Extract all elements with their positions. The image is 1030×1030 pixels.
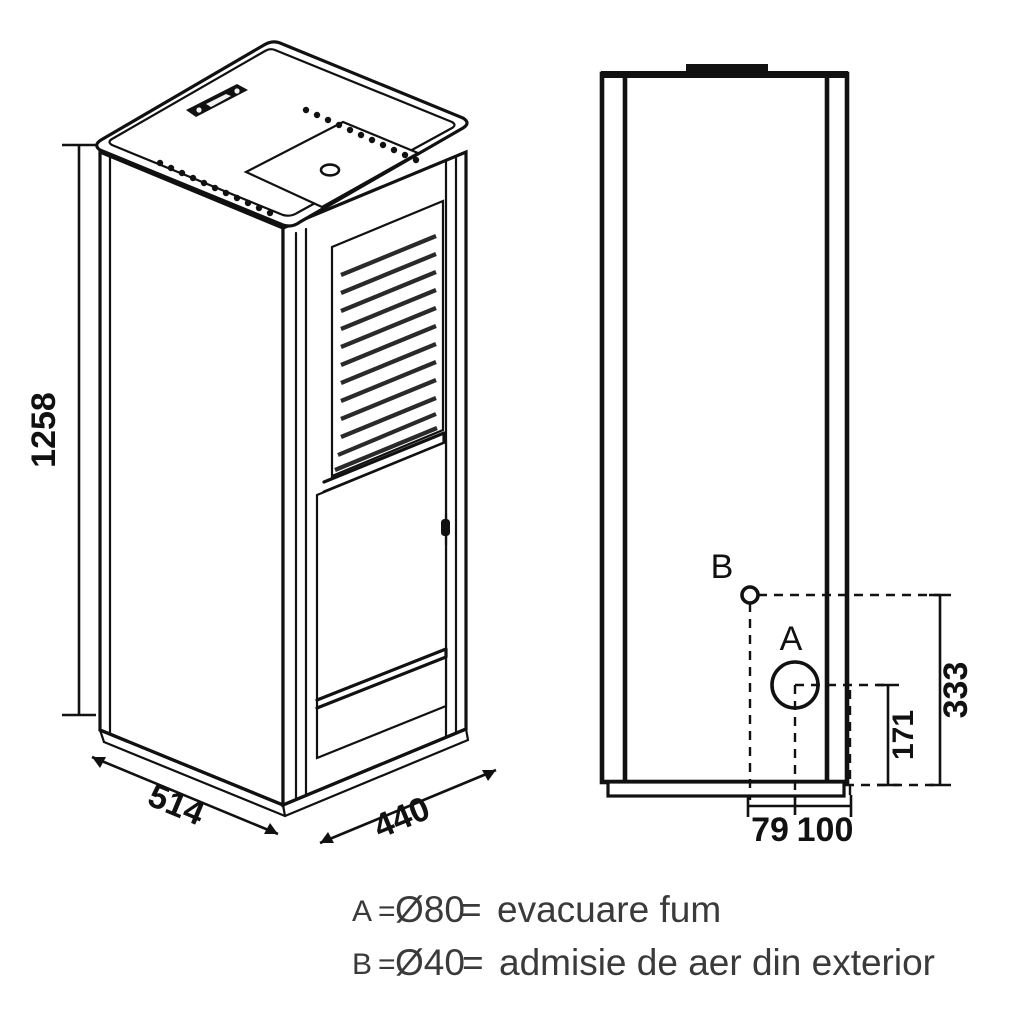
iso-top-plate-surface bbox=[95, 40, 469, 228]
inlet-b-circle-icon bbox=[740, 585, 760, 605]
iso-base-left-cap bbox=[98, 728, 106, 744]
front-door-lower-seam bbox=[315, 647, 448, 710]
side-view-top-plate bbox=[601, 71, 848, 78]
dim-333-label: 333 bbox=[937, 662, 975, 719]
legend-b-diameter: Ø40 bbox=[395, 942, 465, 983]
legend-a-equals-2: = bbox=[460, 889, 482, 930]
legend-row-b: B = Ø40 = admisie de aer din exterior bbox=[352, 942, 935, 983]
control-panel[interactable] bbox=[186, 84, 248, 117]
front-door[interactable] bbox=[315, 440, 450, 760]
side-view-hopper-lid bbox=[686, 64, 768, 72]
legend-b-description: admisie de aer din exterior bbox=[499, 942, 935, 983]
hopper-lid-handle-icon[interactable] bbox=[319, 163, 341, 177]
side-view-base-plinth bbox=[606, 780, 846, 798]
legend-b-code: B bbox=[352, 948, 372, 981]
control-panel-button-left-icon[interactable] bbox=[196, 107, 202, 113]
dimension-offsets-79-100: 79 100 bbox=[746, 795, 854, 849]
pellet-hopper-lid[interactable] bbox=[243, 120, 421, 209]
dimension-outlet-333: 333 bbox=[929, 593, 975, 787]
callout-a-label: A bbox=[780, 620, 803, 658]
dimension-inlet-171: 171 bbox=[877, 683, 920, 787]
iso-top-plate bbox=[95, 40, 469, 228]
iso-top-plate-inner-edge bbox=[108, 48, 456, 217]
dim-514-arrow-end bbox=[264, 823, 278, 834]
top-vent-holes-rear-row bbox=[302, 106, 420, 164]
control-panel-display bbox=[206, 94, 231, 107]
side-view: B A 333 bbox=[599, 64, 975, 849]
iso-left-face bbox=[98, 149, 285, 808]
legend-b-equals-2: = bbox=[462, 942, 484, 983]
dim-171-label: 171 bbox=[887, 710, 920, 760]
louver-slats bbox=[334, 234, 438, 472]
dim-514-line bbox=[91, 755, 279, 836]
dim-1258-label: 1258 bbox=[25, 392, 63, 468]
dim-79-label: 79 bbox=[751, 811, 789, 849]
dim-440-arrow-end bbox=[482, 770, 496, 781]
isometric-view: 1258 514 440 bbox=[25, 40, 497, 846]
dim-440-line bbox=[319, 768, 497, 845]
iso-base-right-cap bbox=[464, 727, 470, 742]
legend-a-code: A bbox=[352, 895, 372, 928]
iso-base-plinth bbox=[98, 727, 470, 818]
legend-a-equals-1: = bbox=[378, 895, 396, 928]
legend: A = Ø80 = evacuare fum B = Ø40 = admisie… bbox=[352, 889, 935, 983]
dimension-height-1258: 1258 bbox=[25, 143, 96, 717]
dim-100-label: 100 bbox=[797, 811, 854, 849]
side-view-base-band bbox=[606, 780, 846, 798]
front-louver-grille bbox=[322, 199, 446, 494]
control-panel-button-right-icon[interactable] bbox=[234, 88, 240, 94]
iso-base-center-cap bbox=[281, 803, 287, 818]
legend-row-a: A = Ø80 = evacuare fum bbox=[352, 889, 721, 930]
dim-514-arrow-start bbox=[92, 757, 106, 768]
top-vent-holes-front-row bbox=[156, 159, 274, 217]
door-handle[interactable] bbox=[441, 512, 450, 547]
legend-a-diameter: Ø80 bbox=[395, 889, 465, 930]
legend-b-equals-1: = bbox=[378, 948, 396, 981]
side-view-construction-lines bbox=[748, 593, 940, 800]
iso-left-face-panel bbox=[98, 149, 285, 808]
legend-a-description: evacuare fum bbox=[497, 889, 721, 930]
front-door-panel[interactable] bbox=[315, 440, 448, 760]
dim-440-arrow-start bbox=[320, 832, 334, 843]
callout-b-label: B bbox=[711, 548, 734, 586]
